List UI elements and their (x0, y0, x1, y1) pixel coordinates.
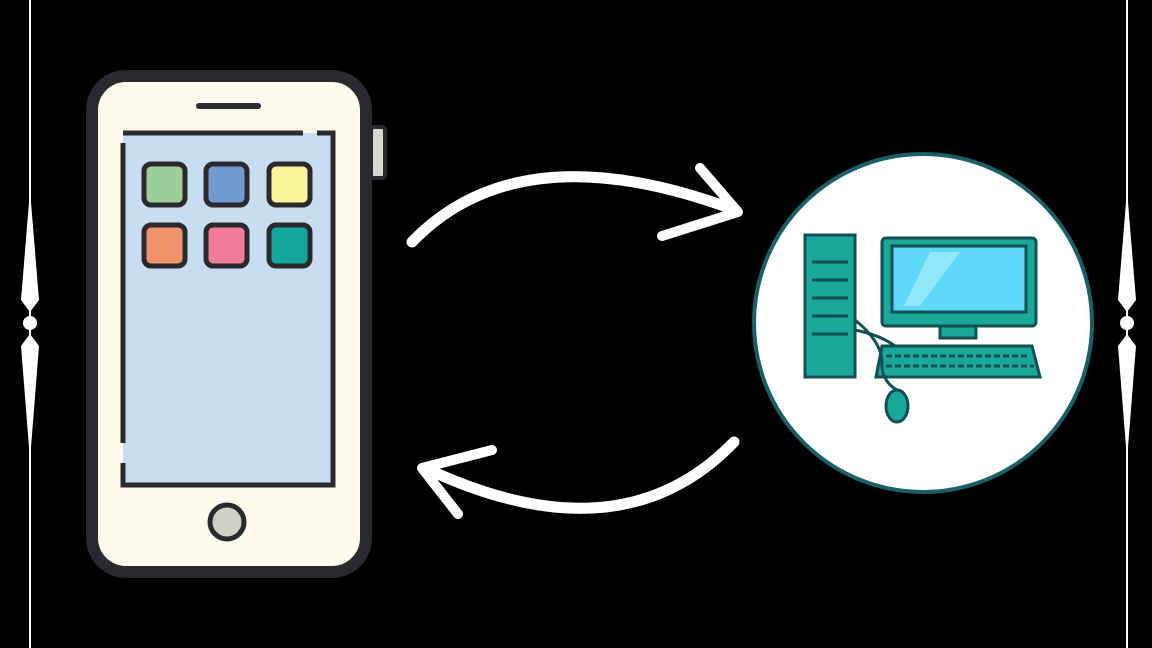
home-button (207, 502, 247, 542)
left-border-ornament (21, 0, 39, 648)
app-icon (141, 222, 188, 269)
sync-arrows-icon (406, 163, 743, 519)
monitor-stand (938, 324, 978, 340)
keyboard (874, 344, 1042, 379)
computer-tower (803, 233, 857, 379)
app-icon (203, 222, 250, 269)
app-icon (141, 161, 188, 208)
right-border-ornament (1118, 0, 1136, 648)
mouse (884, 388, 910, 424)
screen-glare (904, 252, 960, 306)
monitor-screen (890, 244, 1028, 314)
arrow-bottom-head (417, 445, 497, 519)
phone-screen-border (120, 130, 336, 488)
arrow-top (406, 171, 741, 248)
app-icon (266, 161, 313, 208)
app-icon (203, 161, 250, 208)
smartphone-icon (86, 70, 387, 578)
desktop-computer-icon (752, 152, 1094, 494)
phone-side-button (369, 125, 387, 180)
app-icon (266, 222, 313, 269)
arrow-bottom (419, 436, 740, 514)
arrow-top-head (657, 163, 743, 241)
